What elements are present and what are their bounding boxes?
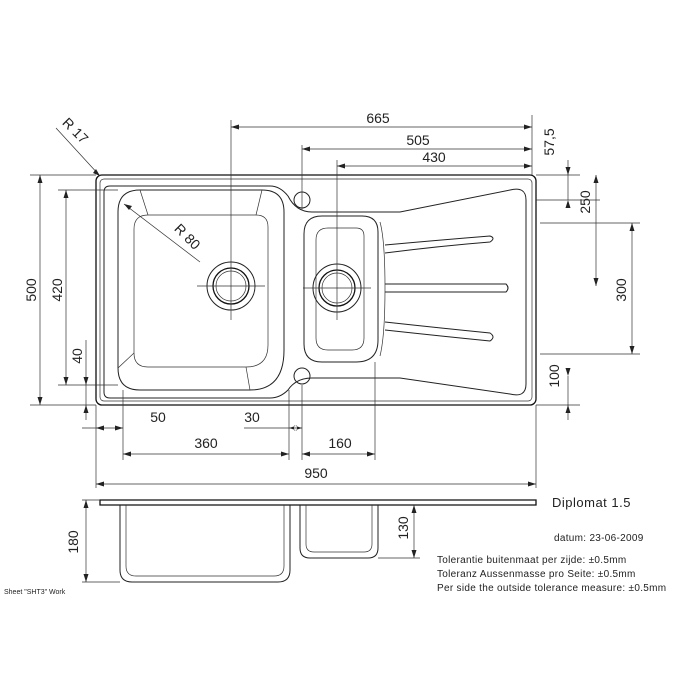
drainboard-edge [379, 221, 386, 357]
label-130: 130 [395, 516, 411, 540]
main-bowl-outer [117, 189, 285, 391]
sink-outer-rim [95, 174, 537, 406]
center-lines [197, 120, 371, 320]
side-view-small-bowl-inner [305, 505, 373, 553]
label-100: 100 [546, 364, 562, 388]
tolerance-english: Per side the outside tolerance measure: … [437, 583, 666, 594]
sink-rim-inner-edge [99, 178, 533, 402]
r17-arrow [93, 169, 100, 176]
drainboard-rib-3 [384, 321, 494, 342]
drainboard-rib-2 [385, 283, 509, 293]
r80-leader [123, 203, 201, 263]
label-430: 430 [422, 149, 446, 165]
label-30: 30 [244, 409, 260, 425]
side-view-small-bowl [299, 505, 379, 559]
dimension-labels: 665 505 430 57,5 250 300 100 500 420 40 … [23, 110, 629, 554]
side-view-rim [99, 499, 537, 506]
sheet-label: Sheet "SHT3" Work [4, 589, 66, 596]
tolerance-dutch: Tolerantie buitenmaat per zijde: ±0.5mm [437, 555, 627, 566]
title-block: Diplomat 1.5 datum: 23-06-2009 Toleranti… [4, 495, 666, 596]
dimension-lines-right [536, 160, 640, 420]
main-bowl-corner-lines [117, 189, 263, 391]
drainboard-rib-1 [384, 235, 494, 254]
r17-leader [55, 127, 101, 177]
dimension-lines-top [231, 115, 533, 175]
sink-side-view [82, 499, 537, 583]
label-50: 50 [150, 409, 166, 425]
sink-deck-outline [103, 185, 527, 399]
label-r80: R 80 [171, 220, 203, 252]
tolerance-german: Toleranz Aussenmasse pro Seite: ±0.5mm [437, 569, 636, 580]
small-bowl-outer [303, 215, 379, 363]
label-360: 360 [194, 435, 218, 451]
label-r17: R 17 [59, 114, 91, 146]
dimension-lines-left [30, 127, 201, 420]
label-420: 420 [49, 278, 65, 302]
r80-arrow [124, 204, 132, 210]
label-300: 300 [613, 278, 629, 302]
dimension-lines-bottom [82, 362, 537, 488]
product-name: Diplomat 1.5 [552, 495, 631, 510]
small-bowl-inner [315, 227, 365, 351]
label-500: 500 [23, 278, 39, 302]
label-250: 250 [577, 190, 593, 214]
label-180: 180 [65, 530, 81, 554]
dim-side-arrows [83, 500, 417, 582]
label-665: 665 [366, 110, 390, 126]
label-57-5: 57,5 [541, 128, 557, 155]
label-40: 40 [69, 348, 85, 364]
dim-top-arrows [231, 124, 532, 169]
tap-hole-bottom [293, 367, 311, 385]
side-view-main-bowl-inner [125, 505, 285, 577]
drawing-date: datum: 23-06-2009 [554, 533, 644, 544]
side-view-main-bowl [119, 505, 291, 583]
label-950: 950 [304, 465, 328, 481]
label-160: 160 [328, 435, 352, 451]
sink-plan-view [95, 174, 537, 406]
label-505: 505 [406, 132, 430, 148]
